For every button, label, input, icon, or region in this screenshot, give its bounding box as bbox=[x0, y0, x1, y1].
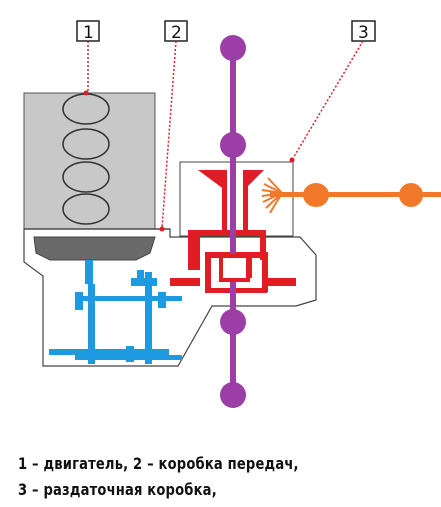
axle-shaft bbox=[220, 35, 246, 408]
front-driveshaft bbox=[270, 183, 441, 207]
clutch-housing bbox=[33, 236, 156, 261]
leader-line-3 bbox=[291, 40, 364, 161]
cylinder bbox=[62, 161, 110, 193]
cylinder bbox=[62, 128, 110, 160]
engine bbox=[23, 90, 156, 230]
leader-line-2 bbox=[161, 40, 177, 229]
caption-line-1: 1 – двигатель, 2 – коробка передач, bbox=[18, 454, 299, 473]
cylinder bbox=[62, 193, 110, 225]
label-1-box: 1 bbox=[76, 20, 100, 43]
drivetrain-diagram: 1 2 3 bbox=[23, 20, 441, 408]
label-3-box: 3 bbox=[351, 20, 376, 43]
gearbox-gears bbox=[49, 260, 182, 364]
differential-center bbox=[219, 254, 250, 282]
label-2: 2 bbox=[171, 23, 182, 43]
label-2-box: 2 bbox=[164, 20, 188, 43]
caption-line-2: 3 – раздаточная коробка, bbox=[18, 480, 217, 499]
label-3: 3 bbox=[358, 23, 369, 43]
label-1: 1 bbox=[83, 23, 94, 43]
